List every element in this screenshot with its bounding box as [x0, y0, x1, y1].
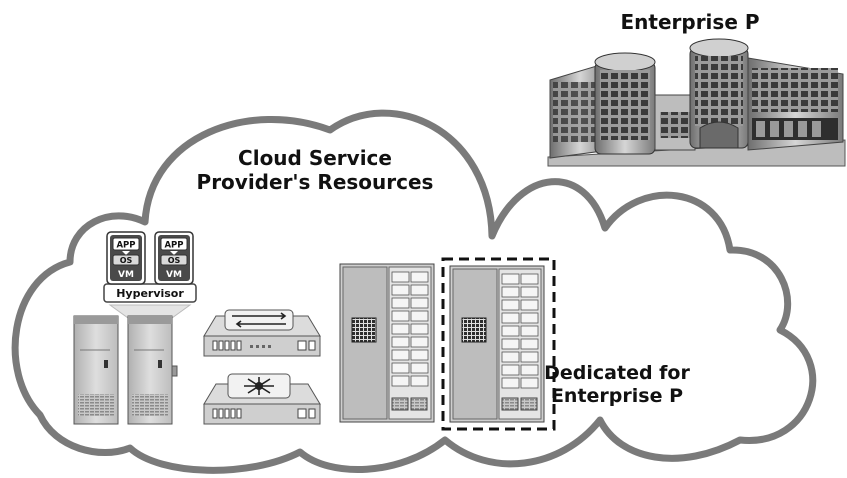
router-icon [203, 373, 321, 425]
vm-os-label: OS [120, 256, 133, 265]
server-rack-icon [339, 263, 435, 423]
hypervisor-label: Hypervisor [116, 287, 184, 300]
cloud-icon [11, 109, 817, 474]
vm-os-label: OS [168, 256, 181, 265]
vm-box: APP OS VM [106, 231, 146, 285]
cloud-title-line-2: Provider's Resources [196, 170, 434, 194]
hypervisor-box [103, 283, 197, 303]
vm-label: VM [118, 270, 134, 280]
server-rack-icon [449, 265, 545, 423]
vm-stack: Hypervisor APP OS VM APP OS VM [103, 231, 197, 303]
dedicated-label-line-2: Enterprise P [550, 384, 684, 407]
network-switch-icon [203, 309, 321, 357]
cloud-title: Cloud Service Provider's Resources [170, 146, 460, 194]
enterprise-title: Enterprise P [620, 10, 760, 34]
physical-server-icon [73, 315, 119, 425]
vm-app-label: APP [116, 241, 135, 251]
dedicated-boundary [441, 257, 556, 431]
vm-box: APP OS VM [154, 231, 194, 285]
dedicated-label: Dedicated for Enterprise P [532, 362, 702, 408]
vm-app-label: APP [164, 241, 183, 251]
dedicated-label-line-1: Dedicated for [544, 362, 690, 384]
building-icon [547, 38, 846, 167]
virtual-server-icon [108, 304, 192, 425]
vm-label: VM [166, 270, 182, 280]
cloud-title-line-1: Cloud Service [238, 146, 392, 170]
